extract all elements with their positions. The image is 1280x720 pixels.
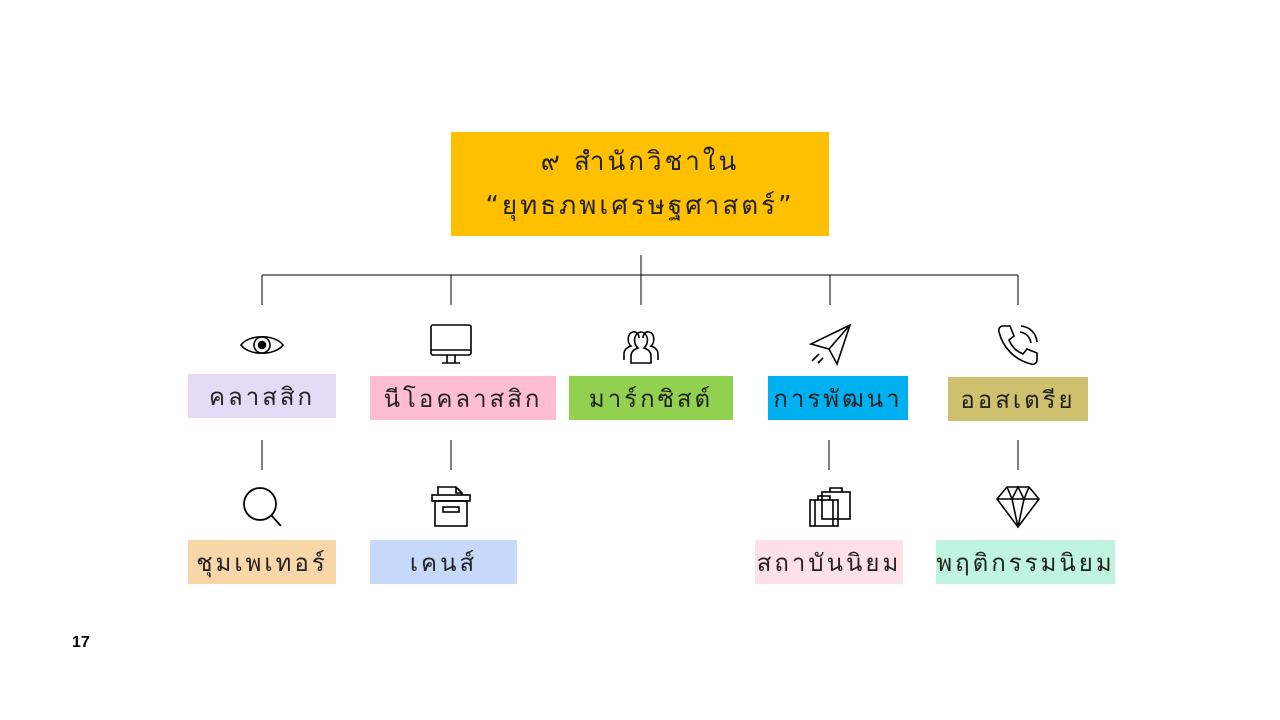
sub-school-label-keynes: เคนส์: [370, 540, 517, 584]
title-line-2: “ยุทธภพเศรษฐศาสตร์”: [485, 191, 795, 221]
school-label-development: การพัฒนา: [768, 376, 908, 420]
eye-icon: [237, 320, 287, 370]
archive-box-icon: [426, 482, 476, 532]
diamond-icon: [993, 482, 1043, 532]
paper-plane-icon: [805, 320, 855, 370]
people-group-icon: [616, 320, 666, 370]
school-label-classical: คลาสสิก: [188, 374, 336, 418]
title-box: ๙ สำนักวิชาใน “ยุทธภพเศรษฐศาสตร์”: [451, 132, 829, 236]
sub-school-label-behavioralism: พฤติกรรมนิยม: [936, 540, 1115, 584]
phone-call-icon: [993, 320, 1043, 370]
sub-school-label-institutionalism: สถาบันนิยม: [755, 540, 903, 584]
sub-school-label-schumpeter: ชุมเพเทอร์: [188, 540, 336, 584]
school-label-marxist: มาร์กซิสต์: [569, 376, 733, 420]
school-label-neoclassical: นีโอคลาสสิก: [370, 376, 556, 420]
page-number: 17: [72, 634, 90, 651]
monitor-icon: [426, 320, 476, 370]
title-line-1: ๙ สำนักวิชาใน: [540, 147, 740, 177]
school-label-austrian: ออสเตรีย: [948, 377, 1088, 421]
magnifier-icon: [237, 482, 287, 532]
briefcases-icon: [805, 482, 855, 532]
